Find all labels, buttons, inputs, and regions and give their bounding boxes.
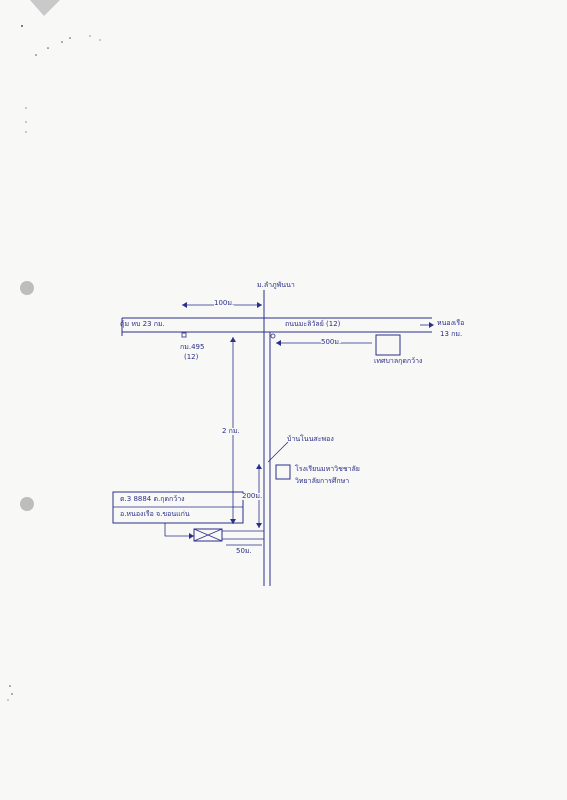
label-dist-50: 50ม. bbox=[236, 547, 252, 555]
km-marker-post bbox=[181, 332, 187, 338]
label-side-road: บ้านโนนสะพอง bbox=[287, 435, 334, 443]
label-right-town-1: หนองเรือ bbox=[437, 319, 465, 327]
punch-hole-top bbox=[20, 281, 34, 295]
corner-smudge bbox=[30, 0, 60, 16]
side-road-pointer bbox=[267, 441, 289, 463]
address-line-1: ต.3 8884 ต.กุดกว้าง bbox=[120, 495, 185, 503]
label-dist-500: 500ม. bbox=[321, 338, 342, 346]
label-school-1: โรงเรียนมหาวิชชาลัย bbox=[295, 465, 360, 473]
label-school-2: วิทยาลัยการศึกษา bbox=[295, 477, 350, 485]
label-right-town-2: 13 กม. bbox=[440, 330, 463, 338]
label-left-town: ตุ้ม หบ 23 กม. bbox=[120, 320, 165, 328]
label-dist-2km: 2 กม. bbox=[222, 427, 240, 435]
scan-specks bbox=[7, 25, 101, 701]
address-box bbox=[112, 491, 244, 524]
label-dist-200: 200ม. bbox=[242, 492, 263, 500]
municipal-office-box bbox=[375, 334, 401, 356]
label-dist-100: 100ม. bbox=[214, 299, 235, 307]
school-box bbox=[275, 464, 291, 480]
label-road-name: ถนนมะลิวัลย์ (12) bbox=[285, 320, 341, 328]
punch-hole-bottom bbox=[20, 497, 34, 511]
label-top-village: ม.ลำภูพันนา bbox=[257, 281, 295, 289]
destination-house bbox=[193, 528, 223, 542]
label-right-building: เทศบาลกุดกว้าง bbox=[374, 357, 423, 365]
address-connector bbox=[164, 523, 194, 537]
label-km-marker-2: (12) bbox=[184, 353, 199, 361]
intersection-mark bbox=[270, 333, 276, 339]
address-line-2: อ.หนองเรือ จ.ขอนแก่น bbox=[120, 510, 190, 518]
label-km-marker-1: กม.495 bbox=[180, 343, 205, 351]
